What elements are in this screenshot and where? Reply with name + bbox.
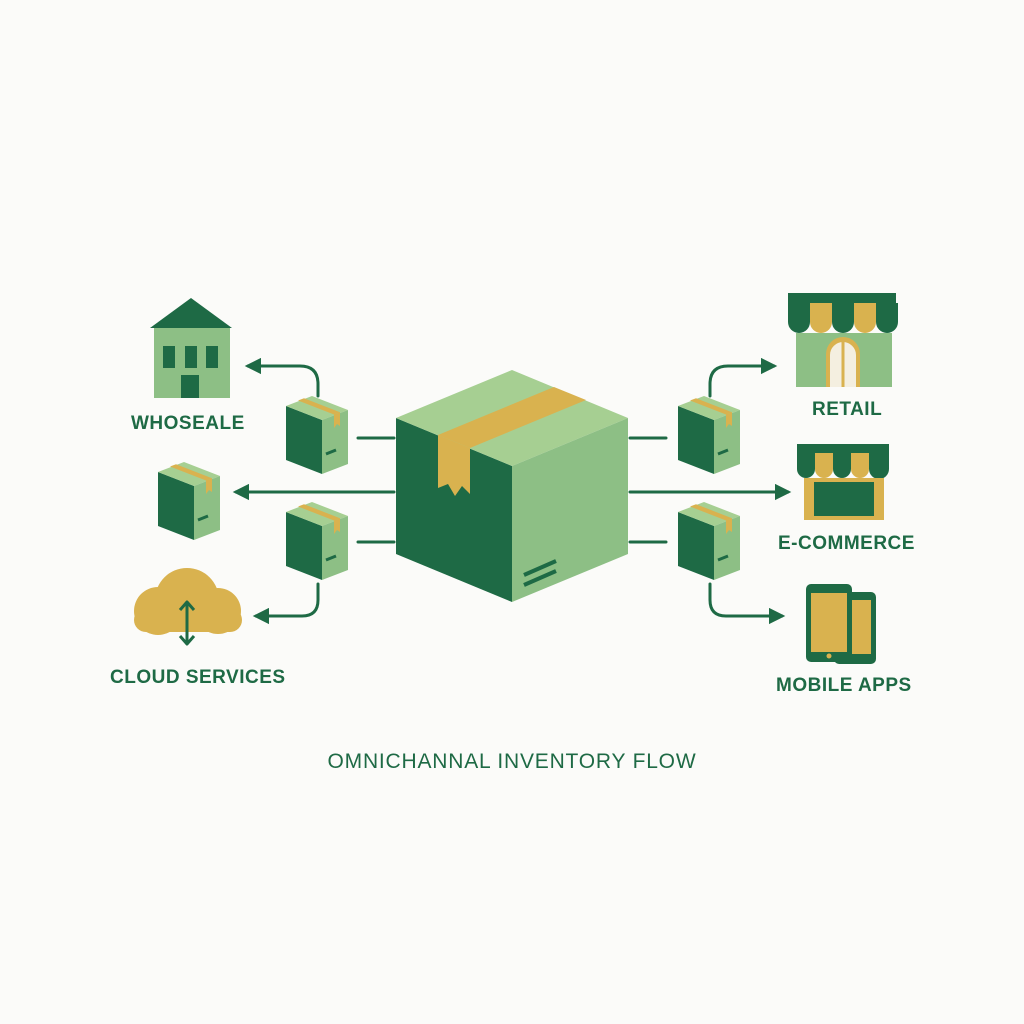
arrow-to-mobile [708, 582, 786, 625]
mobile-apps-label: MOBILE APPS [776, 675, 912, 696]
e-commerce-label: E-COMMERCE [778, 533, 915, 554]
house-icon [150, 298, 232, 398]
mobile-devices-icon [806, 584, 876, 664]
cloud-services-label: CLOUD SERVICES [110, 667, 286, 688]
inventory-box-icon [396, 370, 628, 602]
package-icon [156, 460, 222, 542]
diagram-title: OMNICHANNAL INVENTORY FLOW [327, 750, 697, 773]
storefront-icon [788, 293, 898, 387]
arrow-to-cloud [252, 582, 320, 625]
online-store-icon [797, 444, 889, 520]
package-icon [676, 500, 742, 582]
arrow-to-retail [708, 357, 778, 398]
flow-connectors [232, 357, 792, 625]
package-icon [284, 394, 350, 476]
cloud-icon [134, 568, 242, 646]
retail-label: RETAIL [812, 399, 883, 420]
arrow-to-wholesale [244, 357, 320, 398]
package-icon [284, 500, 350, 582]
wholesale-label: WHOSEALE [131, 413, 245, 434]
package-icon [676, 394, 742, 476]
